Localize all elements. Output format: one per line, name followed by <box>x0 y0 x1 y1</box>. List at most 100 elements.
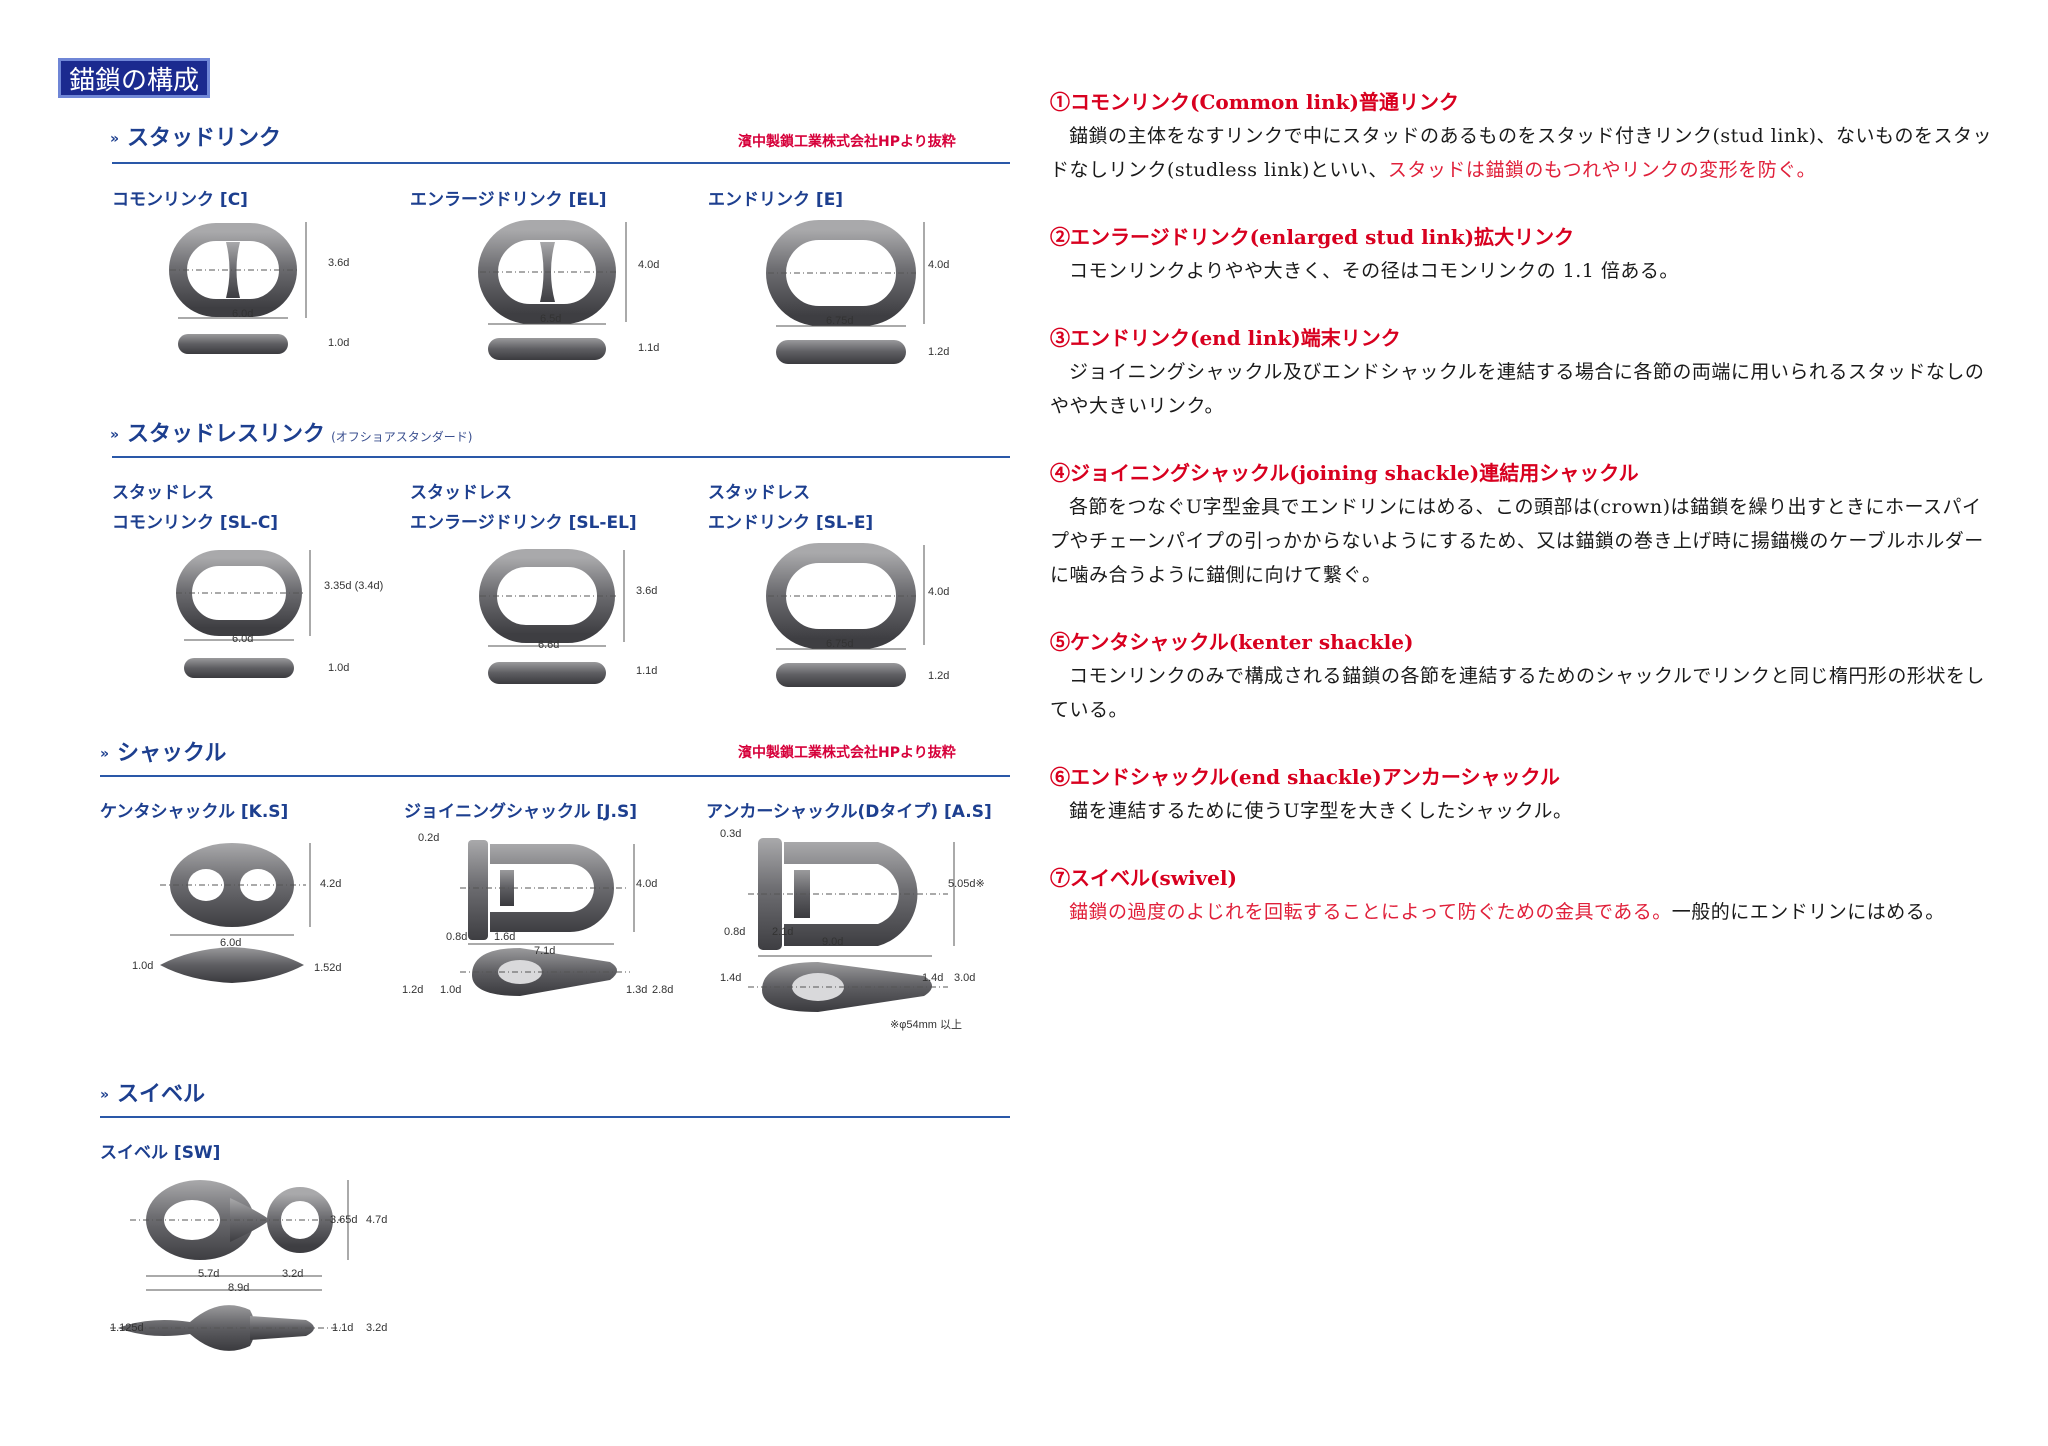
dim-label: 9.0d <box>822 936 844 948</box>
studless-section-title: »スタッドレスリンク(オフショアスタンダード) <box>110 422 473 447</box>
dim-label: 1.0d <box>132 960 154 972</box>
dim-label: 4.0d <box>636 878 658 890</box>
anchor-shackle-figure <box>748 838 955 1012</box>
entry-body: コモンリンクよりやや大きく、その径はコモンリンクの 1.1 倍ある。 <box>1069 260 1679 282</box>
dim-label: 1.6d <box>494 931 516 943</box>
dim-label: 4.0d <box>638 259 660 271</box>
studless-enlarged-link-figure <box>479 549 625 684</box>
end-link-figure <box>766 220 925 364</box>
enlarged-link-figure <box>478 220 627 360</box>
entry-title: ⑥エンドシャックル(end shackle)アンカーシャックル <box>1050 765 1560 789</box>
entry-end-link: ③エンドリンク(end link)端末リンク ジョイニングシャックル及びエンドシ… <box>1050 322 2000 423</box>
studless-item-label: コモンリンク [SL-C] <box>112 513 279 533</box>
arrow-marker-icon: » <box>100 746 110 762</box>
shackle-credit: 濱中製鎖工業株式会社HPより抜粋 <box>738 745 956 761</box>
dim-label: 1.0d <box>328 662 350 674</box>
dim-label: 1.0d <box>440 984 462 996</box>
dim-label: 6.5d <box>540 313 562 325</box>
dim-label: 1.3d <box>626 984 648 996</box>
page-title: 錨鎖の構成 <box>58 58 211 98</box>
studless-item-label: エンラージドリンク [SL-EL] <box>410 513 637 533</box>
dim-label: 6.0d <box>232 633 254 645</box>
dim-label: 4.0d <box>928 586 950 598</box>
dim-label: 8.9d <box>228 1282 250 1294</box>
dim-label: 3.65d <box>330 1214 358 1226</box>
dim-label: 6.0d <box>232 308 254 320</box>
shackle-rule <box>100 775 1010 777</box>
studless-item-label: スタッドレス <box>410 483 512 503</box>
entry-end-shackle: ⑥エンドシャックル(end shackle)アンカーシャックル 錨を連結するため… <box>1050 761 2000 828</box>
dim-label: 0.8d <box>724 926 746 938</box>
kenter-shackle-figure <box>160 843 311 983</box>
entry-body: 錨を連結するために使うU字型を大きくしたシャックル。 <box>1069 800 1573 822</box>
entry-common-link: ①コモンリンク(Common link)普通リンク 錨鎖の主体をなすリンクで中に… <box>1050 86 2000 187</box>
dim-label: 1.2d <box>928 346 950 358</box>
dim-label: 1.125d <box>110 1322 144 1334</box>
stud-credit: 濱中製鎖工業株式会社HPより抜粋 <box>738 134 956 150</box>
dim-label: 4.7d <box>366 1214 388 1226</box>
shackle-item-label: ジョイニングシャックル [J.S] <box>404 802 637 822</box>
stud-item-label: コモンリンク [C] <box>112 190 248 210</box>
dim-label: 4.2d <box>320 878 342 890</box>
studless-common-link-figure <box>176 550 311 678</box>
entry-enlarged-link: ②エンラージドリンク(enlarged stud link)拡大リンク コモンリ… <box>1050 221 2000 288</box>
dim-label: 0.8d <box>446 931 468 943</box>
dim-label: 1.1d <box>638 342 660 354</box>
dim-label: 7.1d <box>534 945 556 957</box>
stud-rule <box>112 162 1010 164</box>
shackle-item-label: ケンタシャックル [K.S] <box>100 802 289 822</box>
dim-label: 1.2d <box>928 670 950 682</box>
shackle-item-label: アンカーシャックル(Dタイプ) [A.S] <box>706 802 992 822</box>
dim-label: 3.0d <box>954 972 976 984</box>
dim-label: 1.4d <box>720 972 742 984</box>
dim-label: 5.05d※ <box>948 878 985 890</box>
entry-title: ①コモンリンク(Common link)普通リンク <box>1050 90 1459 114</box>
entry-kenter-shackle: ⑤ケンタシャックル(kenter shackle) コモンリンクのみで構成される… <box>1050 626 2000 727</box>
description-column: ①コモンリンク(Common link)普通リンク 錨鎖の主体をなすリンクで中に… <box>1050 86 2000 963</box>
dim-label: 1.0d <box>328 337 350 349</box>
studless-item-label: スタッドレス <box>708 483 810 503</box>
dim-label: 0.2d <box>418 832 440 844</box>
arrow-marker-icon: » <box>100 1087 110 1103</box>
entry-title: ④ジョイニングシャックル(joining shackle)連結用シャックル <box>1050 461 1639 485</box>
stud-item-label: エンラージドリンク [EL] <box>410 190 607 210</box>
entry-title: ②エンラージドリンク(enlarged stud link)拡大リンク <box>1050 225 1575 249</box>
dim-label: 6.75d <box>826 638 854 650</box>
entry-body: 錨鎖の主体をなすリンクで中にスタッドのあるものをスタッド付きリンク(stud l… <box>1050 125 1993 181</box>
studless-rule <box>112 456 1010 458</box>
dim-label: 2.1d <box>772 926 794 938</box>
entry-title: ⑤ケンタシャックル(kenter shackle) <box>1050 630 1414 654</box>
size-note: ※φ54mm 以上 <box>890 1019 962 1031</box>
studless-item-label: エンドリンク [SL-E] <box>708 513 874 533</box>
dim-label: 1.1d <box>332 1322 354 1334</box>
dim-label: 3.35d (3.4d) <box>324 580 384 592</box>
entry-title: ③エンドリンク(end link)端末リンク <box>1050 326 1401 350</box>
dim-label: 2.8d <box>652 984 674 996</box>
swivel-rule <box>100 1116 1010 1118</box>
dim-label: 6.75d <box>826 315 854 327</box>
dim-label: 4.0d <box>928 259 950 271</box>
dim-label: 3.2d <box>282 1268 304 1280</box>
entry-body: 各節をつなぐU字型金具でエンドリンにはめる、この頭部は(crown)は錨鎖を繰り… <box>1050 496 1984 586</box>
swivel-item-label: スイベル [SW] <box>100 1143 221 1163</box>
stud-section-title: »スタッドリンク <box>110 126 282 151</box>
studless-item-label: スタッドレス <box>112 483 214 503</box>
dim-label: 6.6d <box>538 639 560 651</box>
swivel-figure <box>110 1180 349 1351</box>
dim-label: 0.3d <box>720 828 742 840</box>
shackle-section-title: »シャックル <box>100 741 227 766</box>
entry-body: ジョイニングシャックル及びエンドシャックルを連結する場合に各節の両端に用いられる… <box>1050 361 1985 417</box>
dim-label: 3.6d <box>328 257 350 269</box>
entry-body: コモンリンクのみで構成される錨鎖の各節を連結するためのシャックルでリンクと同じ楕… <box>1050 665 1985 721</box>
dim-label: 3.2d <box>366 1322 388 1334</box>
arrow-marker-icon: » <box>110 131 120 147</box>
dim-label: 1.52d <box>314 962 342 974</box>
dim-label: 5.7d <box>198 1268 220 1280</box>
stud-item-label: エンドリンク [E] <box>708 190 844 210</box>
swivel-section-title: »スイベル <box>100 1082 206 1107</box>
entry-title: ⑦スイベル(swivel) <box>1050 866 1237 890</box>
dim-label: 1.1d <box>636 665 658 677</box>
entry-joining-shackle: ④ジョイニングシャックル(joining shackle)連結用シャックル 各節… <box>1050 457 2000 592</box>
studless-end-link-figure <box>766 543 925 687</box>
common-link-figure <box>169 222 307 354</box>
